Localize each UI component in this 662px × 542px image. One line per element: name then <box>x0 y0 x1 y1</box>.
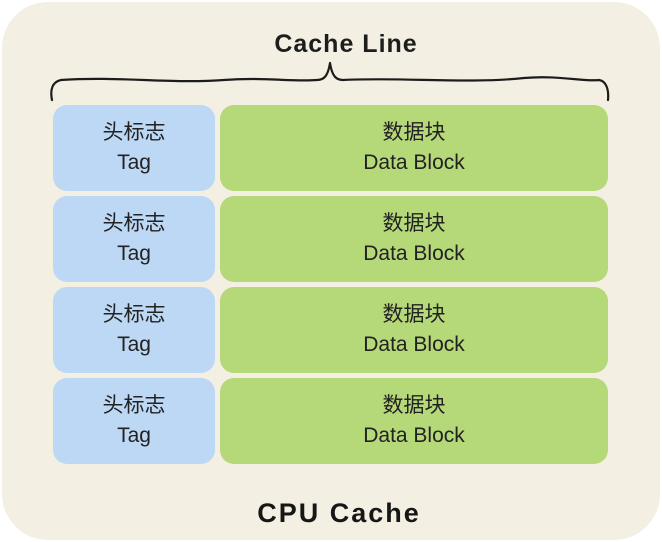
tag-label-zh: 头标志 <box>102 212 166 235</box>
tag-box: 头标志 Tag <box>53 105 215 191</box>
curly-brace-icon <box>50 61 610 102</box>
data-block-label-en: Data Block <box>363 333 465 356</box>
data-block-label-en: Data Block <box>363 151 465 174</box>
cache-line-row: 头标志 Tag 数据块 Data Block <box>53 378 608 464</box>
tag-box: 头标志 Tag <box>53 287 215 373</box>
data-block-label-zh: 数据块 <box>382 303 446 326</box>
cache-line-row: 头标志 Tag 数据块 Data Block <box>53 196 608 282</box>
tag-label-zh: 头标志 <box>102 121 166 144</box>
tag-label-en: Tag <box>117 242 151 265</box>
data-block-label-en: Data Block <box>363 424 465 447</box>
data-block-label-zh: 数据块 <box>382 212 446 235</box>
tag-box: 头标志 Tag <box>53 196 215 282</box>
cache-line-row: 头标志 Tag 数据块 Data Block <box>53 105 608 191</box>
tag-label-en: Tag <box>117 151 151 174</box>
tag-label-en: Tag <box>117 424 151 447</box>
cache-line-row: 头标志 Tag 数据块 Data Block <box>53 287 608 373</box>
cache-rows: 头标志 Tag 数据块 Data Block 头标志 Tag 数据块 Data … <box>53 105 608 464</box>
data-block-label-zh: 数据块 <box>382 394 446 417</box>
data-block-box: 数据块 Data Block <box>220 287 608 373</box>
data-block-box: 数据块 Data Block <box>220 196 608 282</box>
cache-line-label: Cache Line <box>274 30 418 58</box>
tag-label-zh: 头标志 <box>102 394 166 417</box>
tag-box: 头标志 Tag <box>53 378 215 464</box>
tag-label-en: Tag <box>117 333 151 356</box>
data-block-label-zh: 数据块 <box>382 121 446 144</box>
tag-label-zh: 头标志 <box>102 303 166 326</box>
data-block-box: 数据块 Data Block <box>220 378 608 464</box>
data-block-label-en: Data Block <box>363 242 465 265</box>
cpu-cache-label: CPU Cache <box>257 498 421 528</box>
data-block-box: 数据块 Data Block <box>220 105 608 191</box>
